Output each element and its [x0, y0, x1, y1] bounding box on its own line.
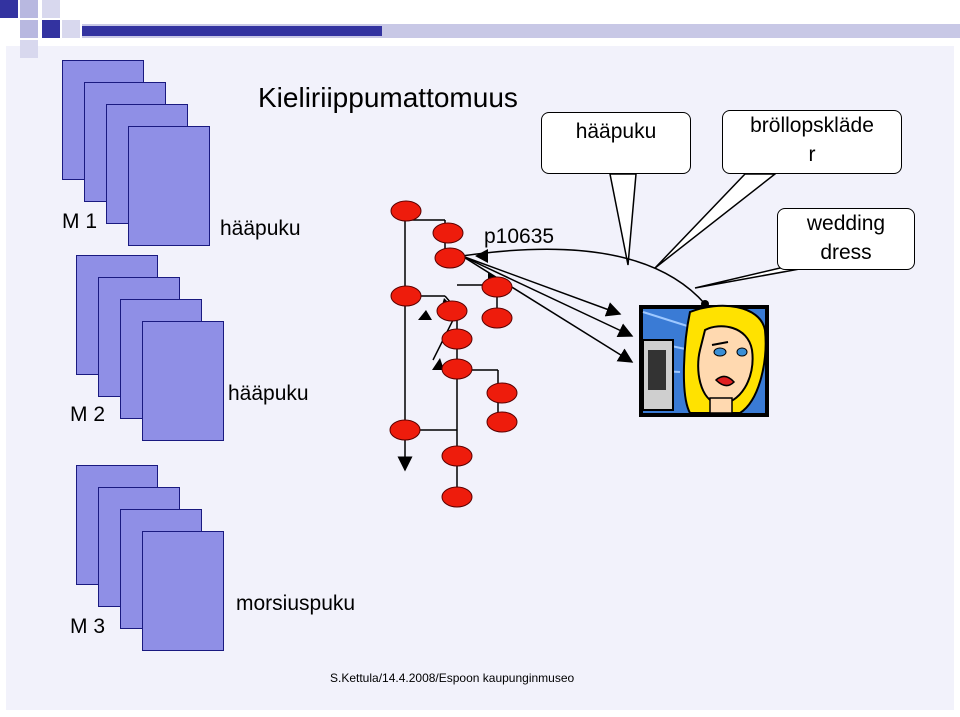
- callout-english-line1: wedding: [806, 212, 886, 235]
- callout-finnish: hääpuku: [541, 112, 691, 174]
- concept-id: p10635: [484, 225, 555, 248]
- slide-title: Kieliriippumattomuus: [258, 82, 518, 113]
- group-id-m2: M 2: [70, 403, 106, 426]
- term-m3: morsiuspuku: [236, 592, 356, 615]
- group-id-m1: M 1: [62, 210, 98, 233]
- callout-english: wedding dress: [777, 208, 915, 270]
- callout-english-line2: dress: [820, 241, 872, 264]
- callout-swedish: bröllopskläde r: [722, 110, 902, 174]
- term-m1: hääpuku: [220, 217, 301, 240]
- callout-swedish-line1: bröllopskläde: [750, 114, 874, 137]
- footer-credit: S.Kettula/14.4.2008/Espoon kaupunginmuse…: [330, 671, 575, 685]
- callout-swedish-line2: r: [808, 143, 816, 166]
- callout-finnish-text: hääpuku: [575, 120, 657, 143]
- group-id-m3: M 3: [70, 615, 106, 638]
- term-m2: hääpuku: [228, 382, 309, 405]
